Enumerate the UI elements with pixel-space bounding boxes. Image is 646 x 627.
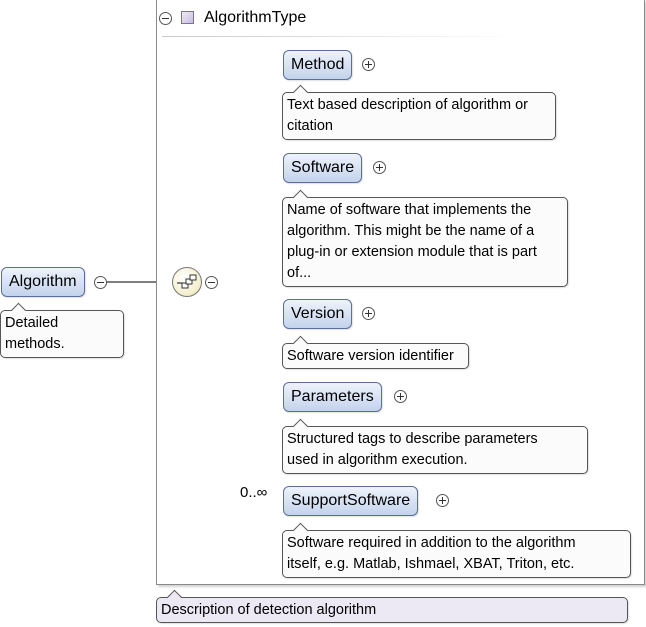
element-label: Software: [291, 159, 355, 176]
occurrence-label: 0..∞: [240, 484, 268, 501]
element-label: Algorithm: [9, 273, 77, 290]
doc-line: Description of detection algorithm: [161, 602, 377, 618]
doc-version: Software version identifier: [282, 335, 469, 369]
element-software[interactable]: Software: [283, 153, 363, 183]
doc-algorithm-type: Description of detection algorithm: [156, 589, 628, 623]
element-label: SupportSoftware: [291, 492, 411, 509]
doc-line: Text based description of algorithm or: [287, 97, 528, 113]
plus-circle-icon[interactable]: [362, 307, 375, 320]
plus-circle-icon[interactable]: [373, 161, 386, 174]
doc-algorithm: Detailed methods.: [0, 302, 124, 358]
doc-line: algorithm. This might be the name of a: [287, 223, 535, 239]
minus-circle-icon[interactable]: [159, 12, 172, 25]
doc-software: Name of software that implements the alg…: [282, 189, 568, 287]
element-label: Parameters: [291, 388, 374, 405]
element-version[interactable]: Version: [283, 299, 353, 329]
doc-line: methods.: [5, 336, 65, 352]
doc-supportsoftware: Software required in addition to the alg…: [282, 522, 631, 578]
sequence-glyph: [177, 274, 197, 289]
square-type-icon: [181, 11, 194, 24]
doc-line: Software version identifier: [287, 348, 454, 364]
element-label: Method: [291, 56, 345, 73]
doc-line: Detailed: [5, 315, 59, 331]
element-algorithm[interactable]: Algorithm: [1, 267, 85, 297]
type-name: AlgorithmType: [204, 9, 307, 26]
element-supportsoftware[interactable]: SupportSoftware: [283, 486, 419, 516]
element-parameters[interactable]: Parameters: [283, 382, 382, 412]
doc-parameters: Structured tags to describe parameters u…: [282, 418, 588, 474]
type-header-rule: [162, 36, 522, 37]
doc-line: citation: [287, 118, 333, 134]
doc-line: Structured tags to describe parameters: [287, 431, 538, 447]
doc-method: Text based description of algorithm or c…: [282, 84, 556, 140]
minus-circle-icon[interactable]: [94, 276, 107, 289]
element-label: Version: [291, 305, 345, 322]
plus-circle-icon[interactable]: [362, 58, 375, 71]
doc-line: Name of software that implements the: [287, 202, 532, 218]
doc-line: of...: [287, 265, 312, 281]
minus-circle-icon[interactable]: [205, 276, 218, 289]
doc-line: used in algorithm execution.: [287, 452, 468, 468]
plus-circle-icon[interactable]: [394, 390, 407, 403]
doc-line: Software required in addition to the alg…: [287, 535, 576, 551]
sequence-compositor-icon[interactable]: [172, 267, 202, 297]
element-method[interactable]: Method: [283, 50, 353, 80]
doc-line: plug-in or extension module that is part: [287, 244, 537, 260]
plus-circle-icon[interactable]: [436, 494, 449, 507]
doc-line: itself, e.g. Matlab, Ishmael, XBAT, Trit…: [287, 556, 575, 572]
